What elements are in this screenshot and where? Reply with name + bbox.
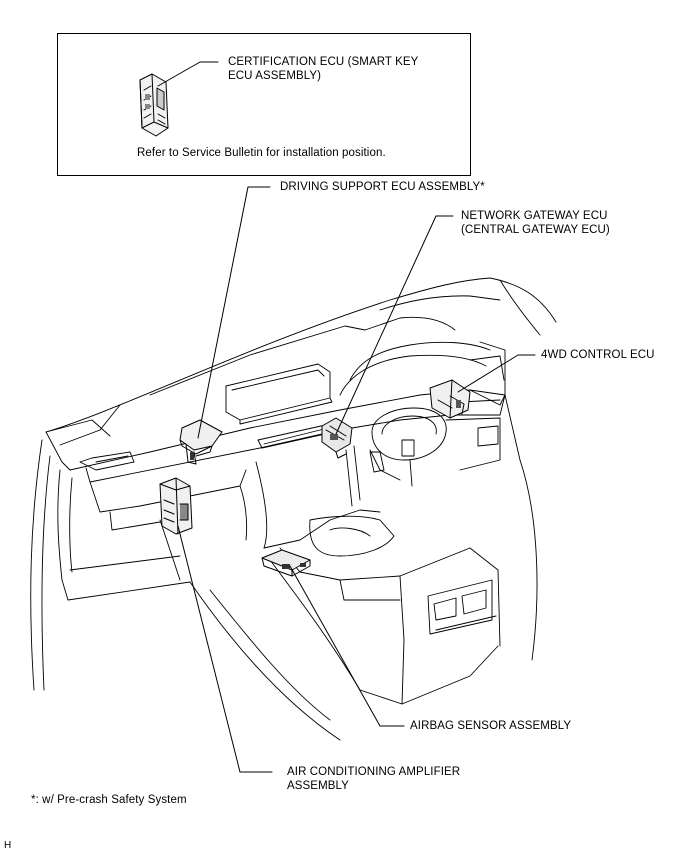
- corner-mark: H: [4, 840, 12, 851]
- footnote: *: w/ Pre-crash Safety System: [31, 794, 187, 806]
- network-gateway-leader: [335, 215, 454, 435]
- air-conditioning-leader: [177, 525, 273, 773]
- leader-lines: [177, 186, 536, 773]
- network-gateway-label-line1: NETWORK GATEWAY ECU: [461, 210, 608, 222]
- fourwd-control-ecu-part: [429, 379, 471, 419]
- airbag-leader: [289, 565, 405, 727]
- air-conditioning-label-line1: AIR CONDITIONING AMPLIFIER: [287, 766, 461, 778]
- driving-support-ecu-label: DRIVING SUPPORT ECU ASSEMBLY*: [280, 181, 485, 193]
- airbag-sensor-part: [261, 549, 311, 577]
- certification-ecu-part: [139, 73, 169, 137]
- air-conditioning-label-line2: ASSEMBLY: [287, 780, 349, 792]
- air-conditioning-amplifier-label: AIR CONDITIONING AMPLIFIER ASSEMBLY: [287, 765, 460, 793]
- network-gateway-ecu-label: NETWORK GATEWAY ECU (CENTRAL GATEWAY ECU…: [461, 209, 610, 237]
- airbag-sensor-label: AIRBAG SENSOR ASSEMBLY: [410, 720, 572, 732]
- air-conditioning-amplifier-part: [159, 477, 193, 535]
- network-gateway-ecu-part: [321, 417, 353, 459]
- certification-ecu-label: CERTIFICATION ECU (SMART KEY ECU ASSEMBL…: [228, 55, 418, 83]
- driving-support-leader: [197, 186, 271, 439]
- network-gateway-label-line2: (CENTRAL GATEWAY ECU): [461, 224, 610, 236]
- installation-note: Refer to Service Bulletin for installati…: [137, 147, 386, 159]
- dashboard-outline: [30, 277, 557, 741]
- certification-ecu-leader: [157, 61, 219, 87]
- driving-support-ecu-part: [179, 419, 223, 465]
- fourwd-leader: [457, 354, 536, 393]
- fourwd-control-ecu-label: 4WD CONTROL ECU: [541, 349, 655, 361]
- certification-ecu-inset: [57, 33, 471, 176]
- certification-ecu-label-line2: ECU ASSEMBLY): [228, 70, 322, 82]
- certification-ecu-label-line1: CERTIFICATION ECU (SMART KEY: [228, 56, 419, 68]
